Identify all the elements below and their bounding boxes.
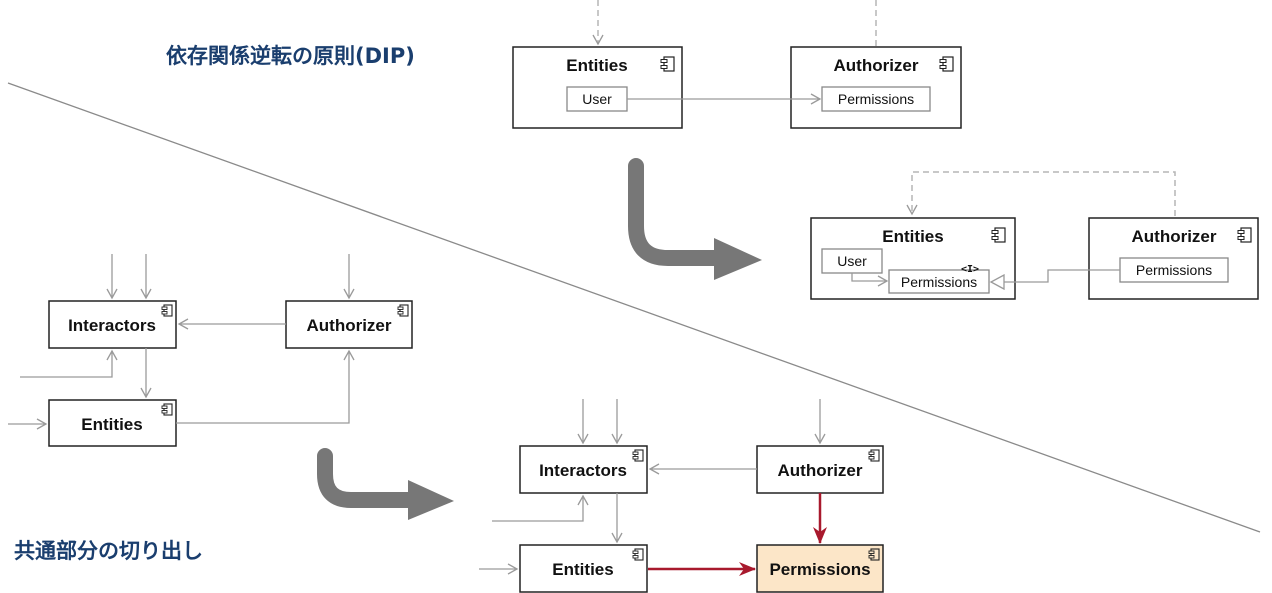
component-icon <box>660 56 675 72</box>
curved-arrow-icon <box>317 448 454 520</box>
diagonal-divider <box>7 82 1261 533</box>
dip-after-permissions-port: Permissions <box>1119 257 1229 283</box>
extract-after-interactors-component: Interactors <box>519 445 648 494</box>
extract-before-interactors-component: Interactors <box>48 300 177 349</box>
dip-after-realization-arrow <box>991 269 1120 282</box>
extract-after-entities-title: Entities <box>552 560 613 579</box>
extract-after-authorizer-title: Authorizer <box>778 461 863 480</box>
extract-after-side-inbound-arrow <box>492 494 589 522</box>
component-icon <box>1237 227 1252 243</box>
curved-arrow-icon <box>628 158 762 280</box>
dip-after-entities-component: Entities User <I> Permissions <box>810 217 1016 300</box>
extract-before-interactors-title: Interactors <box>68 316 156 335</box>
dip-before-permissions-port: Permissions <box>821 86 931 112</box>
dip-before-authorizer-title: Authorizer <box>834 56 919 75</box>
dip-before-user-label: User <box>582 91 612 107</box>
extract-before-authorizer-component: Authorizer <box>285 300 413 349</box>
dip-after-dashed-connector <box>906 171 1176 216</box>
extract-before-entities-title: Entities <box>81 415 142 434</box>
extract-after-interactors-title: Interactors <box>539 461 627 480</box>
dip-after-user-to-permissions-arrow <box>851 273 889 287</box>
component-icon <box>939 56 954 72</box>
extract-before-entities-component: Entities <box>48 399 177 447</box>
component-icon <box>397 304 409 317</box>
component-icon <box>868 449 880 462</box>
extract-after-permissions-title: Permissions <box>769 560 870 579</box>
dip-after-authorizer-title: Authorizer <box>1132 227 1217 246</box>
component-icon <box>868 548 880 561</box>
dip-before-entities-component: Entities User <box>512 46 683 129</box>
dip-after-entities-title: Entities <box>882 227 943 246</box>
dip-after-user-port: User <box>821 248 883 274</box>
dip-after-user-label: User <box>837 253 867 269</box>
component-icon <box>161 304 173 317</box>
extract-after-permissions-component: Permissions <box>756 544 884 593</box>
heading-extract: 共通部分の切り出し <box>14 539 203 563</box>
heading-dip: 依存関係逆転の原則(DIP) <box>166 44 415 68</box>
dip-before-entities-title: Entities <box>566 56 627 75</box>
extract-before-side-inbound-arrow <box>20 349 118 378</box>
extract-before-entities-to-authorizer-arrow <box>176 349 355 424</box>
dip-after-permissions-interface-label: Permissions <box>901 274 977 290</box>
component-icon <box>991 227 1006 243</box>
interface-marker: <I> <box>961 264 979 275</box>
dip-after-permissions-interface: <I> Permissions <box>888 264 990 294</box>
dip-before-permissions-label: Permissions <box>838 91 914 107</box>
component-icon <box>632 548 644 561</box>
dip-before-user-port: User <box>566 86 628 112</box>
extract-after-entities-component: Entities <box>519 544 648 593</box>
extract-before-authorizer-title: Authorizer <box>307 316 392 335</box>
dip-after-authorizer-component: Authorizer Permissions <box>1088 217 1259 300</box>
extract-after-authorizer-component: Authorizer <box>756 445 884 494</box>
dip-before-authorizer-component: Authorizer Permissions <box>790 46 962 129</box>
component-icon <box>632 449 644 462</box>
dip-after-permissions-port-label: Permissions <box>1136 262 1212 278</box>
component-icon <box>161 403 173 416</box>
